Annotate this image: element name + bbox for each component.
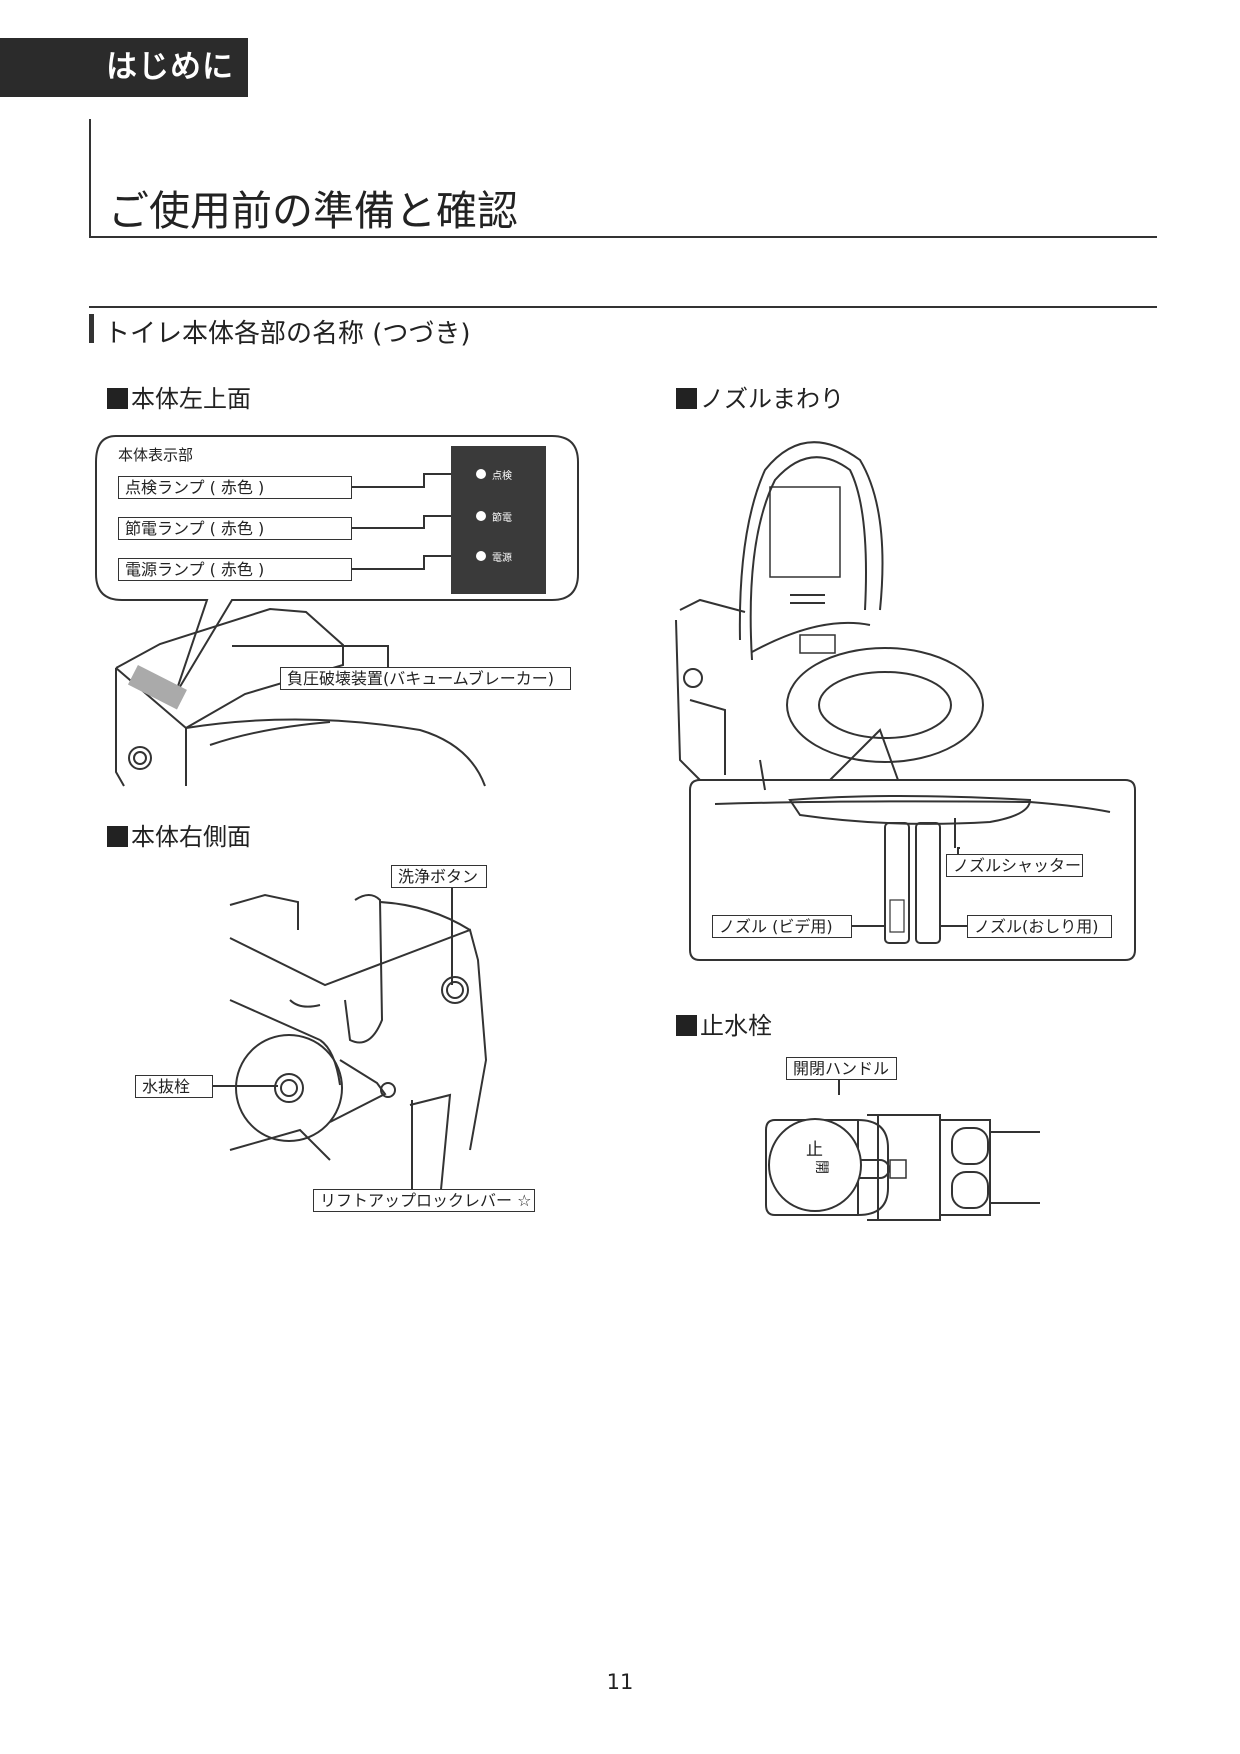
valve-stop-mark: 止 bbox=[806, 1140, 823, 1160]
page-number: 11 bbox=[606, 1670, 634, 1694]
section-heading-left-top: 本体左上面 bbox=[107, 379, 251, 414]
page-title: ご使用前の準備と確認 bbox=[108, 187, 518, 235]
display-panel-title: 本体表示部 bbox=[118, 446, 194, 464]
title-rule-vertical bbox=[89, 119, 91, 237]
panel-text-power-save: 節電 bbox=[492, 513, 512, 524]
drain-plug-label: 水抜栓 bbox=[135, 1075, 213, 1098]
nozzle-shutter-label: ノズルシャッター bbox=[946, 854, 1083, 877]
bidet-nozzle-label: ノズル (ビデ用) bbox=[712, 915, 852, 938]
vacuum-breaker-label: 負圧破壊装置(バキュームブレーカー) bbox=[280, 667, 571, 690]
title-rule bbox=[89, 236, 1157, 238]
nozzle-callout-box bbox=[689, 728, 1136, 961]
section-heading-stop-valve: 止水栓 bbox=[676, 1006, 772, 1041]
valve-open-mark: 開 bbox=[813, 1160, 829, 1174]
display-callout-bubble bbox=[95, 435, 579, 696]
section-heading-nozzle: ノズルまわり bbox=[676, 379, 844, 414]
section-tab: はじめに bbox=[0, 38, 248, 97]
section-heading-right-side: 本体右側面 bbox=[107, 817, 251, 852]
power-lamp-label: 電源ランプ ( 赤色 ) bbox=[118, 558, 352, 581]
lift-lock-lever-label: リフトアップロックレバー ☆ bbox=[313, 1189, 535, 1212]
open-close-handle-label: 開閉ハンドル bbox=[786, 1057, 897, 1080]
subtitle-bar bbox=[89, 314, 94, 343]
panel-text-inspection: 点検 bbox=[492, 471, 512, 482]
inspection-lamp-label: 点検ランプ ( 赤色 ) bbox=[118, 476, 352, 499]
valve-dial bbox=[768, 1118, 862, 1212]
display-panel bbox=[451, 446, 546, 594]
oshiri-nozzle-label: ノズル(おしり用) bbox=[967, 915, 1112, 938]
panel-text-power: 電源 bbox=[492, 553, 512, 564]
subtitle-rule bbox=[89, 306, 1157, 308]
subtitle: トイレ本体各部の名称 (つづき) bbox=[104, 319, 471, 349]
wash-button-label: 洗浄ボタン bbox=[391, 865, 487, 888]
power-save-lamp-label: 節電ランプ ( 赤色 ) bbox=[118, 517, 352, 540]
